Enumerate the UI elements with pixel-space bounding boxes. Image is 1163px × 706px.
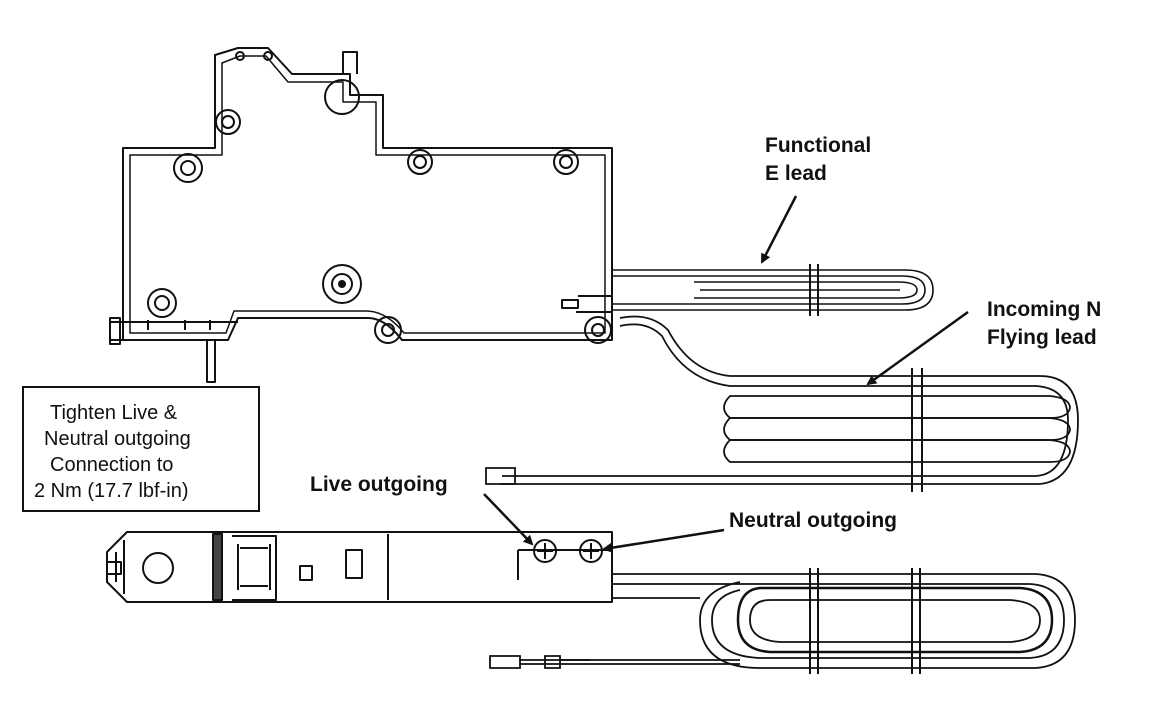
incoming-n-label-line1: Incoming N xyxy=(987,298,1102,321)
torque-note-line2: Neutral outgoing xyxy=(44,428,191,450)
housing-top-view xyxy=(109,47,613,383)
callout-arrows xyxy=(483,195,969,553)
live-outgoing-label: Live outgoing xyxy=(310,473,448,496)
functional-e-lead-label: Functional E lead xyxy=(765,132,871,188)
functional-e-lead-label-line1: Functional xyxy=(765,134,872,157)
functional-e-lead-label-line2: E lead xyxy=(765,162,827,185)
torque-note-box: Tighten Live & Neutral outgoing Connecti… xyxy=(22,386,260,512)
incoming-n-arrow xyxy=(866,310,969,386)
outgoing-leads-coil xyxy=(489,568,1076,674)
functional-e-lead-arrow xyxy=(760,195,798,264)
incoming-n-label-line2: Flying lead xyxy=(987,326,1097,349)
live-outgoing-arrow xyxy=(483,493,534,546)
torque-note-line1: Tighten Live & xyxy=(50,402,178,424)
incoming-n-flying-lead-coil xyxy=(485,315,1079,492)
torque-note-line4: 2 Nm (17.7 lbf-in) xyxy=(34,480,189,502)
torque-note-line3: Connection to xyxy=(50,454,174,476)
neutral-outgoing-label: Neutral outgoing xyxy=(729,509,897,532)
neutral-outgoing-arrow xyxy=(602,528,725,553)
incoming-n-flying-lead-label: Incoming N Flying lead xyxy=(987,296,1101,352)
housing-side-view xyxy=(106,531,613,603)
functional-e-lead-coil xyxy=(612,264,934,316)
